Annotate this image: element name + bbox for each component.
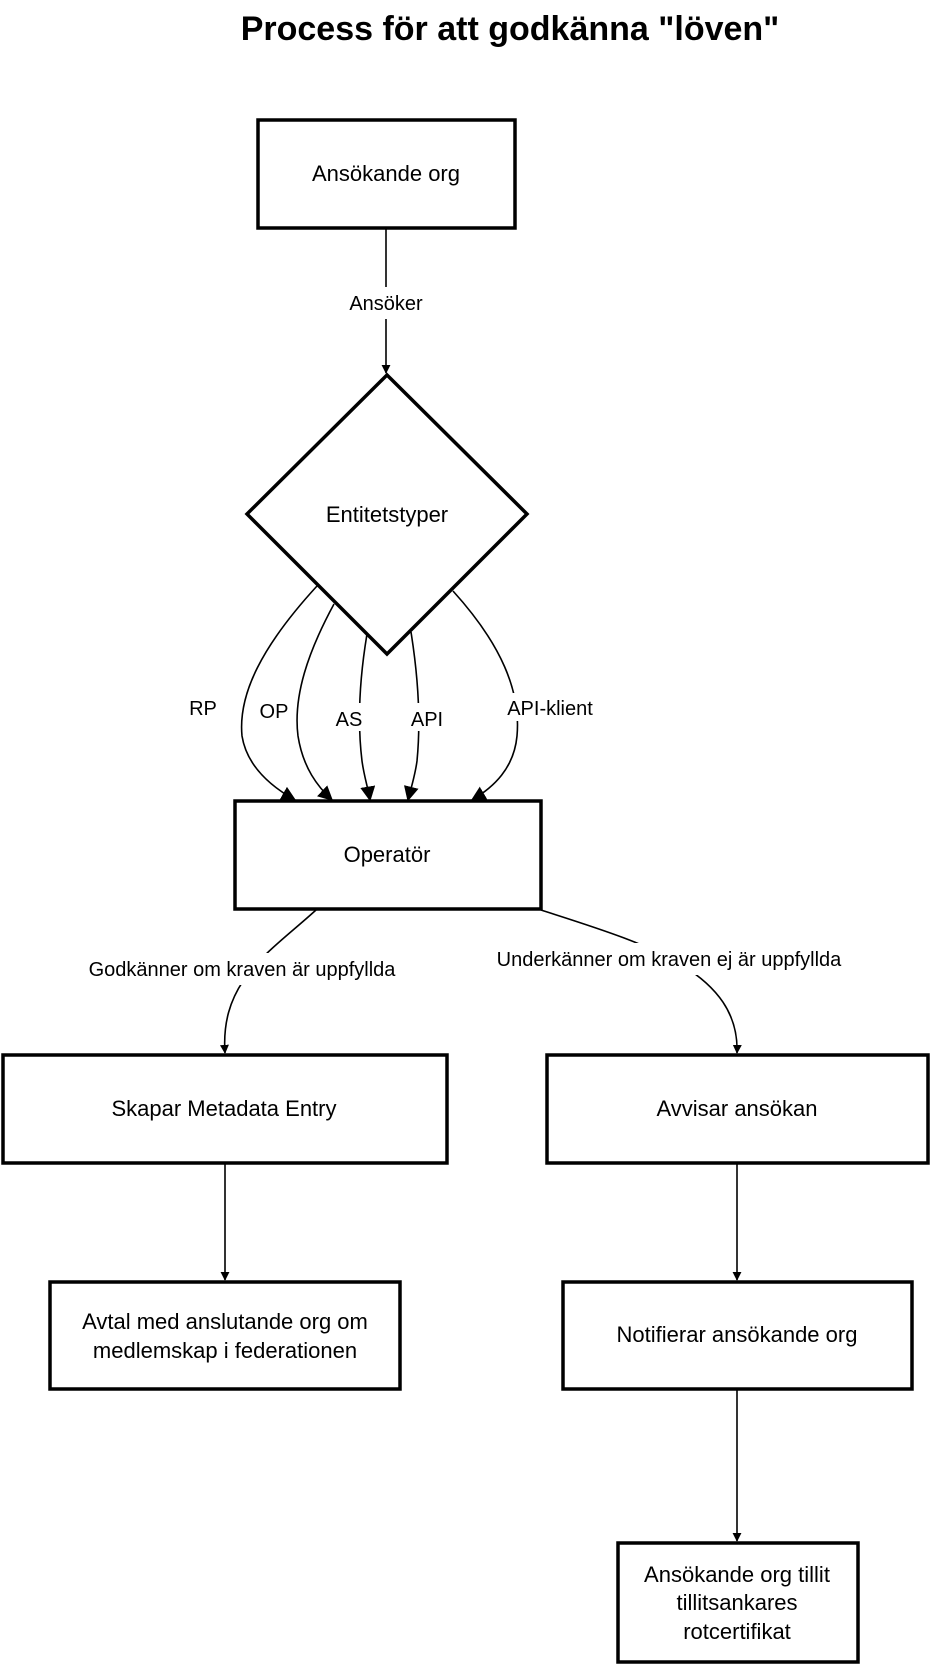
node-operator: Operatör [233, 799, 543, 911]
node-agreement-line-2: medlemskap i federationen [93, 1338, 357, 1363]
edge-rejects [540, 909, 742, 1054]
edge-label-rejects: Underkänner om kraven ej är uppfyllda [497, 949, 843, 971]
edge-label-api-client: API-klient [507, 698, 593, 720]
node-agreement: Avtal med anslutande org om medlemskap i… [48, 1280, 402, 1391]
node-create-entry-label: Skapar Metadata Entry [111, 1096, 336, 1121]
node-trust-line-2: tillitsankares [676, 1590, 797, 1615]
node-operator-label: Operatör [344, 842, 431, 867]
node-entity-types-label: Entitetstyper [326, 502, 448, 527]
edge-label-rp: RP [189, 698, 217, 720]
edge-label-op: OP [260, 701, 289, 723]
edge-label-api: API [411, 709, 443, 731]
node-entity-types: Entitetstyper [244, 372, 530, 657]
edge-label-approves: Godkänner om kraven är uppfyllda [89, 959, 397, 981]
node-notify-label: Notifierar ansökande org [617, 1322, 858, 1347]
label-bg [500, 693, 600, 721]
node-applicant: Ansökande org [256, 118, 517, 230]
edge-op [296, 603, 335, 802]
node-agreement-line-1: Avtal med anslutande org om [82, 1309, 368, 1334]
node-trust-line-3: rotcertifikat [683, 1619, 791, 1644]
diagram-title: Process för att godkänna "löven" [241, 10, 780, 48]
label-bg [70, 953, 415, 985]
edge-label-as: AS [336, 709, 363, 731]
edge-as [358, 633, 376, 802]
label-bg [342, 287, 428, 319]
edge-label-applies: Ansöker [349, 293, 423, 315]
label-bg [475, 943, 865, 975]
node-trust: Ansökande org tillit tillitsankares rotc… [616, 1541, 860, 1664]
node-create-entry: Skapar Metadata Entry [1, 1053, 449, 1165]
node-trust-line-1: Ansökande org tillit [644, 1562, 830, 1587]
label-bg [406, 703, 448, 731]
edge-api-client [452, 590, 519, 801]
label-bg [330, 703, 368, 731]
node-reject-label: Avvisar ansökan [656, 1096, 817, 1121]
node-reject: Avvisar ansökan [545, 1053, 930, 1165]
edge-rp [240, 585, 318, 801]
node-applicant-label: Ansökande org [312, 161, 460, 186]
node-notify: Notifierar ansökande org [561, 1280, 914, 1391]
edge-api [403, 631, 420, 802]
